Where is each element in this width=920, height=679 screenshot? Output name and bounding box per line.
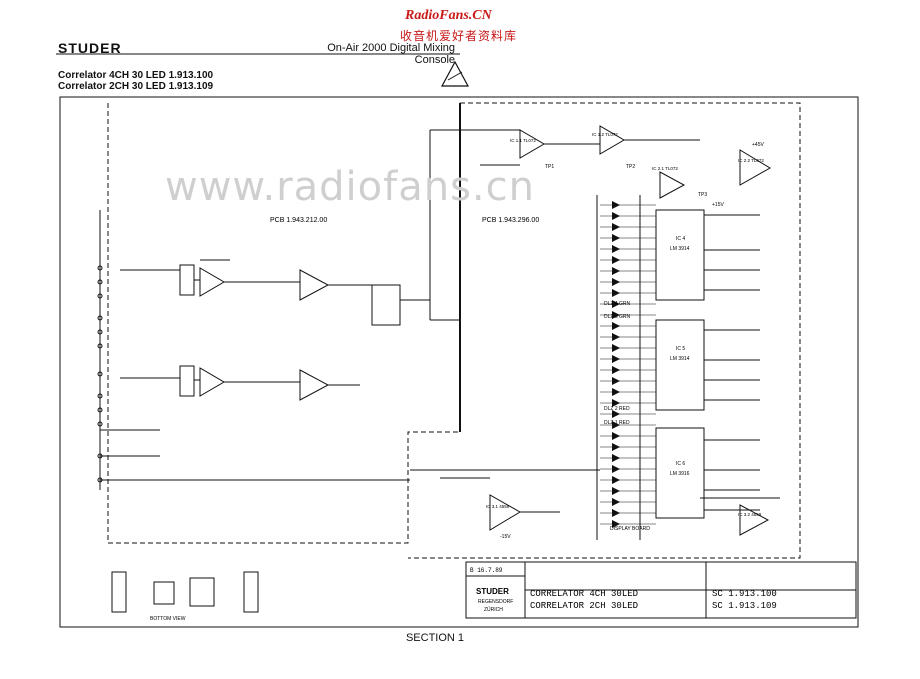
sheet-border bbox=[59, 96, 859, 628]
warning-triangle-icon bbox=[440, 60, 470, 87]
ic5-label: IC 5 bbox=[676, 346, 685, 352]
led-group-2: DLZ 3 GRN bbox=[604, 314, 631, 320]
ic5-part: LM 3914 bbox=[670, 356, 690, 362]
watermark: www.radiofans.cn bbox=[165, 164, 535, 210]
channel-a-path bbox=[120, 259, 372, 301]
pcb-boundary-right bbox=[408, 102, 801, 559]
supply-pos: +15V bbox=[712, 202, 724, 208]
supply-neg: -15V bbox=[500, 534, 511, 540]
title-block-city2: ZÜRICH bbox=[484, 606, 503, 613]
correlator-ic5 bbox=[371, 284, 401, 326]
opamp-ic21: IC 2.1 TL072 bbox=[652, 166, 678, 171]
ic6-label: IC 6 bbox=[676, 461, 685, 467]
pcb-right-label: PCB 1.943.296.00 bbox=[482, 217, 539, 224]
title-block bbox=[465, 561, 857, 619]
led-group-3: DLZ 2 RED bbox=[604, 406, 630, 412]
supply-rails bbox=[100, 429, 600, 481]
revision-label: B 16.7.89 bbox=[470, 567, 503, 574]
ic6-part: LM 3916 bbox=[670, 471, 690, 477]
opamp-ic12: IC 1.2 TL072 bbox=[592, 132, 618, 137]
site-subtitle: 收音机爱好者资料库 bbox=[400, 29, 518, 43]
opamp-stage-bottom bbox=[440, 477, 780, 536]
pcb-boundary-left bbox=[107, 103, 461, 544]
ic4-part: LM 3914 bbox=[670, 246, 690, 252]
opamp-ic22: IC 2.2 TL072 bbox=[738, 158, 764, 163]
variant-line-2: Correlator 2CH 30 LED 1.913.109 bbox=[58, 81, 214, 92]
ic4-label: IC 4 bbox=[676, 236, 685, 242]
display-ics bbox=[655, 209, 705, 519]
console-title: On-Air 2000 Digital Mixing Console bbox=[327, 42, 455, 66]
variant-line-1: Correlator 4CH 30 LED 1.913.100 bbox=[58, 70, 214, 81]
display-traces bbox=[704, 214, 760, 511]
led-bar-graph bbox=[600, 201, 656, 528]
bottom-view-label: BOTTOM VIEW bbox=[150, 616, 186, 622]
opamp-stage-top bbox=[480, 125, 771, 199]
input-connector bbox=[97, 210, 103, 490]
display-board-label: DISPLAY BOARD bbox=[610, 526, 650, 532]
title-line-1: CORRELATOR 4CH 30LED bbox=[530, 589, 638, 599]
title-line-2: CORRELATOR 2CH 30LED bbox=[530, 601, 638, 611]
led-group-4: DLZ 1 RED bbox=[604, 420, 630, 426]
led-group-1: DLZ 4 GRN bbox=[604, 301, 631, 307]
brand-logo: STUDER bbox=[58, 40, 122, 56]
pcb-left-label: PCB 1.943.212.00 bbox=[270, 217, 327, 224]
test-point-1: TP1 bbox=[545, 164, 554, 170]
led-column bbox=[596, 195, 641, 540]
opamp-ic32: IC 3.2 4559 bbox=[738, 512, 762, 517]
channel-b-path bbox=[120, 365, 360, 401]
supply-aux: +45V bbox=[752, 142, 764, 148]
title-block-city: REGENSDORF bbox=[478, 599, 513, 605]
site-title: RadioFans.CN bbox=[405, 8, 492, 23]
section-label: SECTION 1 bbox=[405, 632, 465, 644]
test-point-2: TP2 bbox=[626, 164, 635, 170]
opamp-ic31: IC 3.1 4559 bbox=[486, 504, 510, 509]
number-line-1: SC 1.913.100 bbox=[712, 589, 777, 599]
pinout-diagrams bbox=[111, 571, 259, 613]
title-block-company: STUDER bbox=[476, 587, 509, 596]
test-point-3: TP3 bbox=[698, 192, 707, 198]
number-line-2: SC 1.913.109 bbox=[712, 601, 777, 611]
opamp-ic11: IC 1.1 TL072 bbox=[510, 138, 536, 143]
